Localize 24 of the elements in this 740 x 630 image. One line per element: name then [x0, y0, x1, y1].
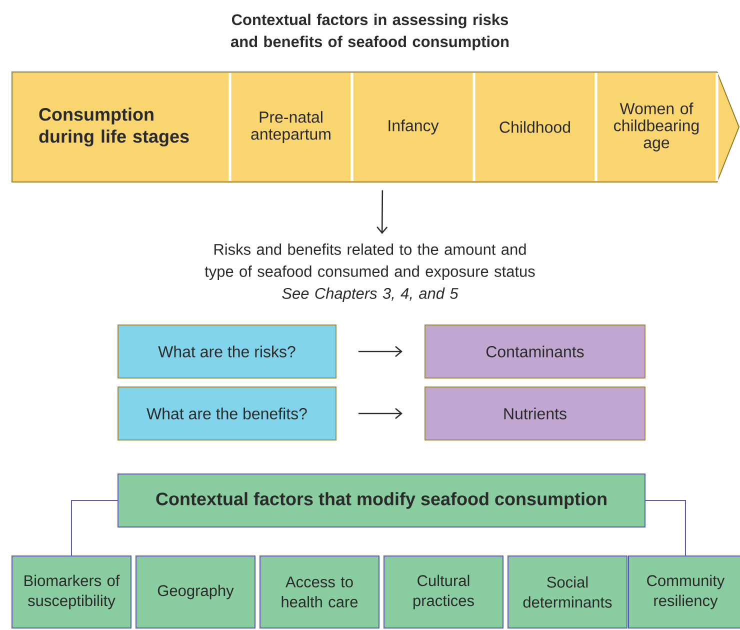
question-box: What are the benefits?: [118, 386, 336, 440]
arrow: [358, 408, 402, 419]
factor-box: Access to health care: [260, 556, 380, 628]
factor-box: Cultural practices: [384, 556, 504, 628]
question-box: What are the risks?: [118, 324, 336, 378]
connector-line: [645, 500, 686, 556]
connector-line: [71, 500, 118, 556]
answer-box: Contaminants: [424, 324, 646, 378]
stage-cell: Infancy: [388, 120, 439, 134]
factor-box: Geography: [136, 556, 256, 628]
stage-cell: Women of childbearing age: [614, 102, 699, 152]
title: Contextual factors in assessing risks and benefits of seafood consumption: [230, 14, 509, 50]
arrow: [376, 190, 388, 234]
factor-box: Community resiliency: [628, 556, 740, 628]
header-box: Contextual factors that modify seafood consumption: [118, 474, 646, 528]
answer-box: Nutrients: [424, 386, 646, 440]
banner-arrow: [12, 72, 740, 182]
factor-box: Biomarkers of susceptibility: [12, 556, 132, 628]
arrow: [358, 346, 402, 357]
factor-box: Social determinants: [508, 556, 628, 628]
stage-cell: Consumption during life stages: [39, 108, 189, 146]
stage-cell: Pre-natal antepartum: [251, 111, 330, 143]
stage-cell: Childhood: [500, 121, 570, 133]
description-text: Risks and benefits related to the amount and type of seafood consumed and exposure status See Chapters 3, 4, and 5: [204, 244, 535, 302]
